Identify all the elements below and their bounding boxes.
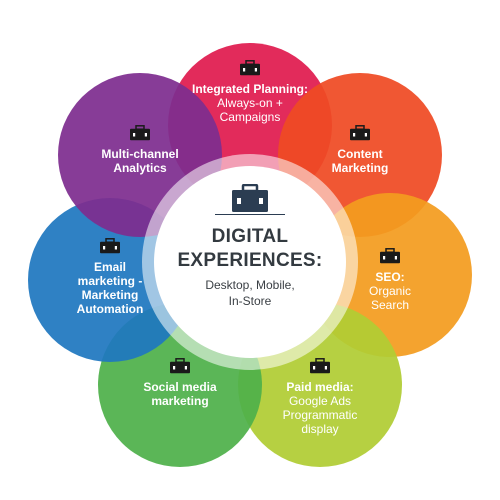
petal-line: Campaigns — [219, 110, 281, 124]
center-subtitle-line-2: In-Store — [228, 294, 272, 308]
petal-line: Google Ads — [288, 394, 352, 408]
center-title-line-1: DIGITAL — [211, 226, 289, 247]
briefcase-icon — [232, 184, 268, 212]
petal-line: Marketing — [81, 288, 139, 302]
petal-line: Analytics — [113, 161, 167, 175]
briefcase-icon — [380, 248, 400, 264]
petal-line: Always-on + — [217, 96, 283, 110]
center-title: DIGITAL EXPERIENCES: — [170, 225, 330, 273]
petal-line: display — [301, 422, 339, 436]
petal-title: Paid media: — [286, 380, 354, 394]
petal-title: Content — [337, 147, 383, 161]
petal-line: Search — [370, 298, 410, 312]
briefcase-icon — [170, 358, 190, 374]
briefcase-icon — [240, 60, 260, 76]
center-subtitle: Desktop, Mobile, In-Store — [170, 277, 330, 309]
center-label: DIGITAL EXPERIENCES: Desktop, Mobile, In… — [170, 184, 330, 309]
briefcase-icon — [130, 125, 150, 141]
briefcase-icon — [310, 358, 330, 374]
petal-line: Programmatic — [282, 408, 358, 422]
petal-title: SEO: — [375, 270, 405, 284]
petal-title: Email — [93, 260, 126, 274]
petal-line: Marketing — [331, 161, 389, 175]
petal-title: Integrated Planning: — [191, 82, 308, 96]
petal-line: marketing — [151, 394, 209, 408]
briefcase-icon — [100, 238, 120, 254]
petal-line: marketing - — [77, 274, 143, 288]
petal-line: Automation — [76, 302, 144, 316]
center-icon-rule — [215, 214, 285, 215]
petal-label-integrated: Integrated Planning:Always-on +Campaigns — [190, 60, 310, 124]
petal-line: Organic — [368, 284, 412, 298]
petal-title: Multi-channel — [101, 147, 179, 161]
center-subtitle-line-1: Desktop, Mobile, — [205, 278, 295, 292]
center-disc — [154, 166, 346, 358]
petal-title: Social media — [143, 380, 217, 394]
briefcase-icon — [350, 125, 370, 141]
center-title-line-2: EXPERIENCES: — [177, 250, 323, 271]
